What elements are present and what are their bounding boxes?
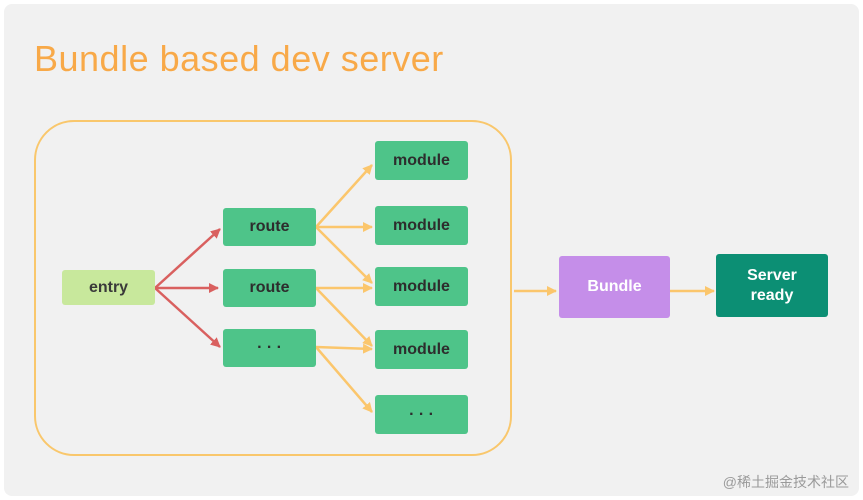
node-entry: entry <box>62 270 155 305</box>
edge-routemore-modulemore <box>315 346 373 413</box>
edge-entry-route-1 <box>154 228 221 289</box>
node-module-3: module <box>375 267 468 306</box>
node-module-more: · · · <box>375 395 468 434</box>
node-module-1: module <box>375 141 468 180</box>
node-bundle: Bundle <box>559 256 670 318</box>
edge-route2-module4 <box>315 287 373 347</box>
node-route-more: · · · <box>223 329 316 367</box>
node-route-1: route <box>223 208 316 246</box>
node-server-ready: Server ready <box>716 254 828 317</box>
edge-routemore-module4 <box>315 343 373 354</box>
node-module-4: module <box>375 330 468 369</box>
edge-entry-route-more <box>154 287 221 348</box>
watermark-text: @稀土掘金技术社区 <box>722 474 849 490</box>
edge-route1-module3 <box>315 226 373 284</box>
node-route-2: route <box>223 269 316 307</box>
bundle-group-frame <box>34 120 512 456</box>
diagram-title: Bundle based dev server <box>34 38 444 79</box>
edge-route1-module1 <box>315 164 373 228</box>
node-module-2: module <box>375 206 468 245</box>
